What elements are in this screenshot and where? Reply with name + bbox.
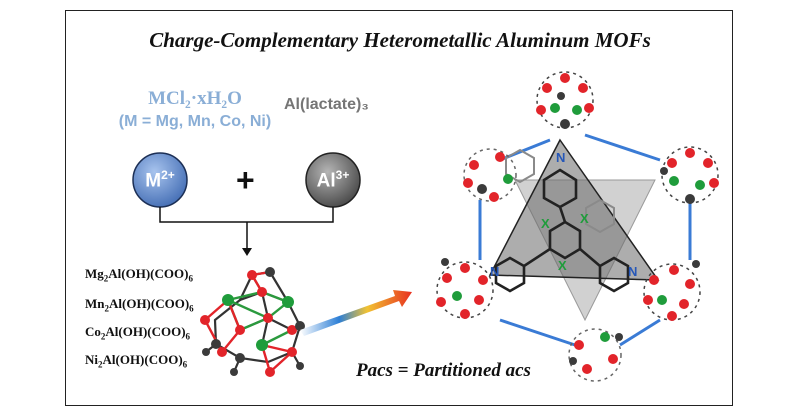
- reaction-bracket: [159, 207, 334, 223]
- cluster-bottom-left: [436, 258, 494, 319]
- cluster-bottom-right: [643, 260, 701, 321]
- framework-clusters: [436, 71, 719, 382]
- product-formula-co: Co2Al(OH)(COO)6: [85, 324, 191, 342]
- figure-frame: [65, 10, 733, 406]
- x-label-3: X: [558, 258, 567, 273]
- framework-linkers: [478, 133, 692, 347]
- aluminum-lactate-text: Al(lactate)₃: [284, 96, 369, 113]
- metal-cluster-small: [200, 267, 305, 377]
- aluminum-ion-symbol: Al: [316, 170, 336, 192]
- aluminum-ion-charge: 3+: [335, 168, 350, 182]
- metal-ion-charge: 2+: [161, 168, 175, 182]
- figure-title: Charge-Complementary Heterometallic Alum…: [149, 28, 651, 52]
- reaction-arrowhead: [242, 248, 252, 256]
- plus-sign: +: [236, 162, 255, 198]
- product-formula-mg: Mg2Al(OH)(COO)6: [85, 266, 193, 284]
- tripodal-linker: [494, 148, 630, 293]
- x-label-2: X: [580, 211, 589, 226]
- product-formula-ni: Ni2Al(OH)(COO)6: [85, 352, 188, 370]
- metal-ion-label: M2+: [130, 168, 190, 192]
- product-arrow: [300, 290, 412, 336]
- cluster-bottom: [568, 328, 623, 382]
- pacs-caption: Pacs = Partitioned acs: [356, 360, 531, 381]
- metal-ion-symbol: M: [145, 170, 162, 192]
- metal-chloride-label: MCl₂·xH₂O: [148, 88, 242, 109]
- x-label-1: X: [541, 216, 550, 231]
- cluster-left: [463, 148, 517, 202]
- product-formula-mn: Mn2Al(OH)(COO)6: [85, 296, 194, 314]
- metal-list-label: (M = Mg, Mn, Co, Ni): [118, 113, 272, 130]
- cluster-right: [660, 146, 719, 204]
- nitrogen-label-top: N: [556, 150, 565, 165]
- cluster-top: [536, 71, 594, 129]
- nitrogen-label-right: N: [628, 264, 637, 279]
- aluminum-lactate-label: Al(lactate)₃: [284, 96, 369, 114]
- nitrogen-label-left: N: [490, 264, 499, 279]
- partition-triangle-front: [488, 138, 660, 281]
- aluminum-ion-label: Al3+: [303, 168, 363, 192]
